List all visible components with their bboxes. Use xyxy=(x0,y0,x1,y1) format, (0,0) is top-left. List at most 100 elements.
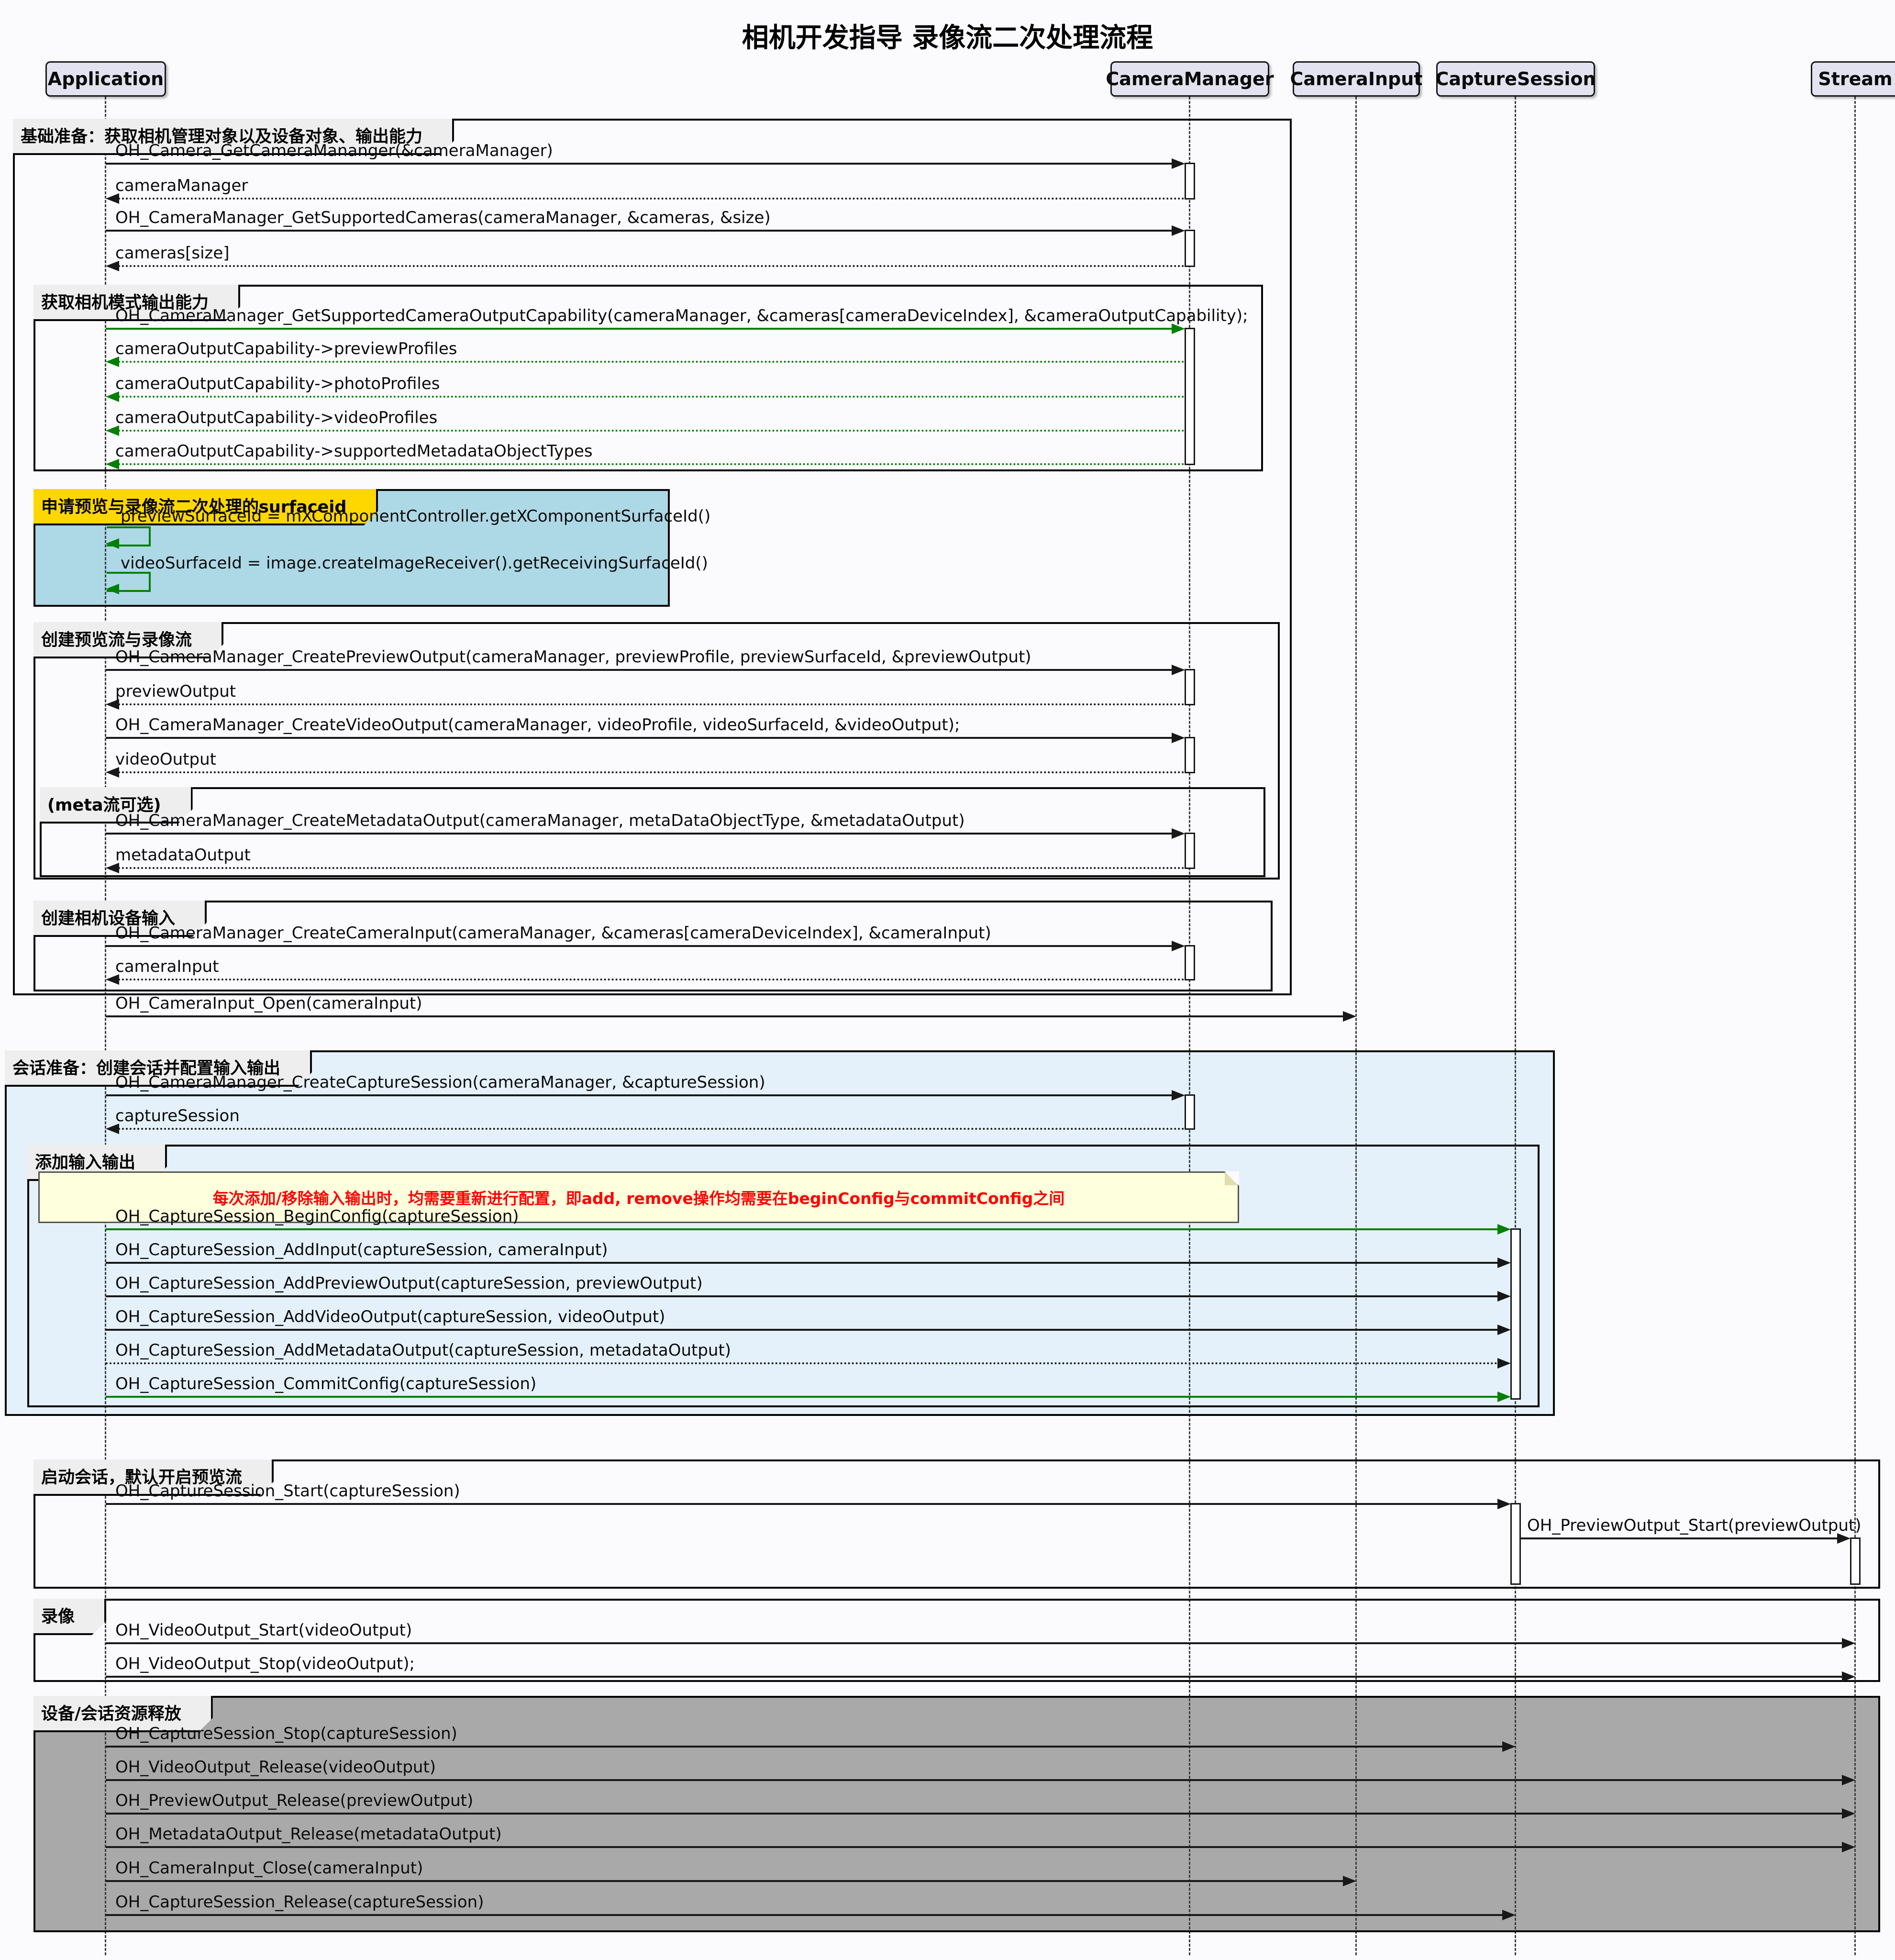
message-line xyxy=(106,1094,1180,1096)
lifeline-capture-session xyxy=(1515,97,1516,1955)
frame-basic xyxy=(13,119,1292,995)
message-label: cameraOutputCapability->videoProfiles xyxy=(115,408,438,427)
self-message-loop xyxy=(107,572,151,592)
message-label: OH_VideoOutput_Start(videoOutput) xyxy=(115,1621,412,1640)
message-label: OH_PreviewOutput_Release(previewOutput) xyxy=(115,1791,474,1810)
arrowhead xyxy=(1842,1842,1855,1852)
message-label: OH_VideoOutput_Stop(videoOutput); xyxy=(115,1654,415,1673)
message-label: OH_CameraManager_GetSupportedCameraOutpu… xyxy=(115,306,1248,325)
lifeline-camera-manager xyxy=(1189,97,1190,1955)
message-line xyxy=(106,1880,1352,1882)
arrowhead xyxy=(1497,1224,1511,1235)
message-label: OH_CameraInput_Open(cameraInput) xyxy=(115,994,422,1013)
arrowhead xyxy=(1497,1392,1511,1402)
frame-background-session-prep xyxy=(5,1050,1555,1416)
arrowhead xyxy=(1502,1910,1516,1920)
arrowhead xyxy=(1172,665,1185,675)
arrowhead xyxy=(106,538,119,549)
arrowhead xyxy=(106,767,119,778)
message-label: cameraOutputCapability->supportedMetadat… xyxy=(115,442,593,461)
arrowhead xyxy=(1497,1358,1511,1369)
arrowhead xyxy=(106,974,119,985)
message-line xyxy=(111,703,1185,705)
message-line xyxy=(106,1846,1851,1848)
frame-session-prep xyxy=(5,1050,1555,1416)
activation-bar xyxy=(1185,669,1195,705)
message-line xyxy=(111,396,1185,398)
message-label: OH_MetadataOutput_Release(metadataOutput… xyxy=(115,1825,502,1844)
arrowhead xyxy=(1172,225,1185,236)
message-label: OH_CaptureSession_BeginConfig(captureSes… xyxy=(115,1207,519,1226)
message-line xyxy=(111,463,1185,465)
participant-stream: Stream xyxy=(1811,61,1895,97)
message-label: OH_CaptureSession_Stop(captureSession) xyxy=(115,1724,457,1743)
arrowhead xyxy=(106,391,119,402)
arrowhead xyxy=(106,261,119,271)
frame-tab-meta-optional: (meta流可选) xyxy=(40,787,193,824)
arrowhead xyxy=(106,863,119,873)
message-line xyxy=(106,1362,1506,1364)
message-label: OH_CameraManager_CreateCaptureSession(ca… xyxy=(115,1073,765,1092)
frame-meta-optional xyxy=(40,787,1265,877)
message-line xyxy=(111,867,1185,869)
message-label: OH_CaptureSession_AddVideoOutput(capture… xyxy=(115,1307,665,1326)
arrowhead xyxy=(1497,1325,1511,1335)
arrowhead xyxy=(1842,1775,1855,1785)
frame-record xyxy=(33,1599,1880,1682)
frame-tab-record: 录像 xyxy=(33,1599,106,1635)
arrowhead xyxy=(1172,733,1185,743)
frame-tab-create-input: 创建相机设备输入 xyxy=(33,901,207,937)
message-line xyxy=(111,979,1185,980)
frame-tab-capability: 获取相机模式输出能力 xyxy=(33,285,240,321)
arrowhead xyxy=(106,459,119,469)
message-line xyxy=(106,833,1180,835)
message-label: OH_CameraManager_CreateMetadataOutput(ca… xyxy=(115,811,965,830)
message-line xyxy=(106,1228,1506,1230)
frame-start-session xyxy=(33,1459,1880,1589)
message-label: OH_CameraInput_Close(cameraInput) xyxy=(115,1859,423,1878)
message-line xyxy=(106,1396,1506,1398)
message-label: OH_CameraManager_CreateVideoOutput(camer… xyxy=(115,715,960,735)
arrowhead xyxy=(1497,1258,1511,1268)
arrowhead xyxy=(106,356,119,367)
message-label: previewOutput xyxy=(115,682,236,701)
self-message-label: previewSurfaceId = mXComponentController… xyxy=(121,507,711,526)
message-line xyxy=(111,361,1185,363)
activation-bar xyxy=(1185,945,1195,980)
message-line xyxy=(106,1914,1511,1916)
message-line xyxy=(106,1813,1851,1815)
frame-capability xyxy=(33,285,1263,471)
arrowhead xyxy=(1172,1090,1185,1101)
message-line xyxy=(1520,1537,1846,1539)
message-line xyxy=(106,1295,1506,1297)
arrowhead xyxy=(1842,1808,1855,1819)
message-label: OH_CaptureSession_Release(captureSession… xyxy=(115,1893,484,1912)
message-label: videoOutput xyxy=(115,750,216,769)
participant-application: Application xyxy=(45,61,166,97)
message-line xyxy=(106,1015,1352,1017)
arrowhead xyxy=(1837,1533,1851,1544)
activation-bar xyxy=(1185,163,1195,200)
lifeline-application xyxy=(105,97,106,1955)
arrowhead xyxy=(1172,158,1185,169)
message-line xyxy=(111,1128,1185,1130)
arrowhead xyxy=(106,584,119,594)
message-line xyxy=(106,1746,1511,1748)
frame-tab-basic: 基础准备：获取相机管理对象以及设备对象、输出能力 xyxy=(13,119,454,155)
message-label: captureSession xyxy=(115,1106,240,1125)
frame-tab-create-streams: 创建预览流与录像流 xyxy=(33,622,223,658)
message-line xyxy=(106,1642,1851,1644)
arrowhead xyxy=(1172,323,1185,334)
message-line xyxy=(111,198,1185,200)
arrowhead xyxy=(1842,1671,1855,1682)
message-label: OH_CaptureSession_AddMetadataOutput(capt… xyxy=(115,1341,731,1360)
message-line xyxy=(106,737,1180,739)
arrowhead xyxy=(106,1124,119,1134)
arrowhead xyxy=(1343,1011,1356,1022)
activation-bar xyxy=(1185,230,1195,267)
arrowhead xyxy=(1502,1741,1516,1752)
arrowhead xyxy=(1343,1876,1356,1886)
message-label: metadataOutput xyxy=(115,846,251,865)
message-line xyxy=(106,1779,1851,1781)
